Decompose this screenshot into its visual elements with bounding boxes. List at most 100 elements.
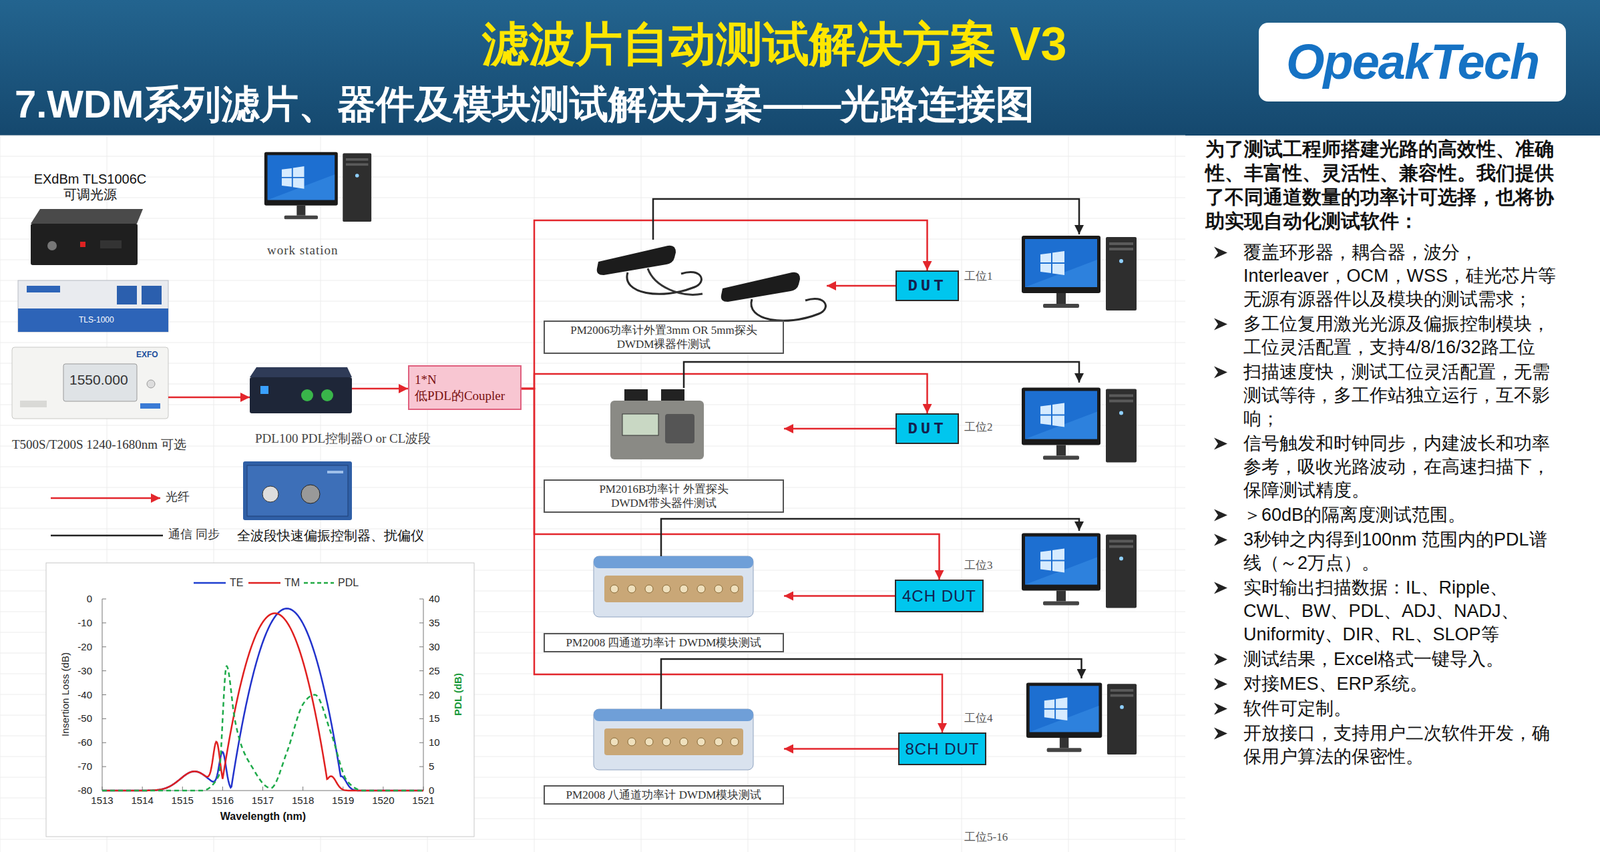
tunable-laser-part [116, 285, 137, 305]
power-meter-device-part-part [714, 584, 723, 593]
axis-tick: 1515 [165, 794, 199, 807]
fiber-probe-part [751, 298, 827, 321]
sheet-grid-part [0, 363, 1186, 364]
device-label: work station [267, 243, 338, 258]
sheet-grid-part [854, 135, 856, 852]
bullet-marker [1214, 703, 1228, 716]
fiber-link [783, 747, 899, 750]
power-meter-device-part [665, 414, 695, 444]
fiber-link [168, 396, 250, 399]
device-label: T500S/T200S 1240-1680nm 可选 [12, 436, 187, 454]
polarization-controller: 全波段快速偏振控制器、扰偏仪 [243, 461, 352, 521]
chart-part-part [419, 694, 424, 696]
caption-box: PM2006功率计外置3mm OR 5mm探头 DWDM裸器件测试 [543, 320, 784, 354]
power-meter-device-part-part [645, 584, 654, 593]
chart-part-part [262, 786, 264, 791]
bullet-text: 测试结果，Excel格式一键导入。 [1243, 647, 1562, 672]
legend-text: 光纤 [165, 490, 190, 504]
fiber-link [351, 387, 409, 390]
power-meter-device-part-part [662, 584, 671, 593]
polarization-device-part [301, 484, 320, 504]
chart-part-part [419, 766, 424, 768]
legend-line [50, 497, 161, 500]
chart-part [46, 562, 475, 837]
tunable-laser-part [80, 241, 86, 248]
pdl-controller-device-part [260, 385, 269, 394]
axis-tick: 25 [428, 665, 441, 678]
bullet-text: 扫描速度快，测试工位灵活配置，无需测试等待，多工作站独立运行，互不影响； [1243, 360, 1562, 431]
chart-part-part [102, 622, 107, 624]
bullet-text: 覆盖环形器，耦合器，波分，Interleaver，OCM，WSS，硅光芯片等无源… [1243, 241, 1562, 312]
axis-tick: 1516 [205, 794, 240, 807]
chart-part-part [419, 646, 424, 648]
workstation-pc: 工位2 [1020, 382, 1138, 475]
chart-part [102, 598, 424, 791]
polarization-device-part [327, 470, 344, 474]
sheet-grid-part [0, 383, 1186, 385]
device-text: TLS-1000 [78, 315, 115, 325]
fiber-link [783, 594, 895, 597]
sheet-grid-part [0, 176, 1186, 178]
box-label: 8CH DUT [904, 739, 979, 759]
fiber-link [826, 285, 896, 288]
sheet-grid-part [0, 549, 1186, 551]
axis-tick: 1517 [246, 794, 280, 807]
axis-tick: 1519 [326, 794, 360, 807]
caption-box: PM2008 八通道功率计 DWDM模块测试 [543, 785, 784, 805]
tunable-laser-part [141, 285, 162, 305]
chart-part-part [302, 786, 304, 791]
axis-tick: 1518 [286, 794, 320, 807]
bullet-marker [1214, 247, 1228, 260]
fiber-probe-part [627, 271, 702, 294]
axis-tick: 5 [428, 760, 435, 773]
sheet-grid-part [0, 135, 1186, 137]
bullet-marker [1214, 438, 1228, 451]
pdl-controller-device-part [321, 389, 334, 402]
tunable-laser-part [100, 240, 122, 249]
sheet-grid-part [0, 425, 1186, 427]
legend-line [248, 582, 281, 585]
bullet-text: 3秒钟之内得到100nm 范围内的PDL谱线（～2万点）。 [1243, 528, 1562, 575]
coupler-box: 1*N 低PDL的Coupler [408, 365, 522, 411]
sheet-grid-part [0, 259, 1186, 261]
axis-tick: 0 [57, 592, 93, 606]
tunable-laser-part [18, 308, 169, 332]
device-text: 1550.000 [69, 371, 129, 388]
polarization-device-part [262, 486, 279, 503]
axis-title: Insertion Loss (dB) [59, 621, 72, 768]
fiber-link [521, 373, 928, 414]
power-meter-device-part-part [714, 737, 723, 746]
tunable-laser-part [12, 347, 169, 419]
bullet-marker [1214, 678, 1228, 691]
device-label: EXdBm TLS1006C 可调光源 [26, 171, 154, 203]
legend-text: TM [284, 576, 300, 590]
axis-tick: 30 [428, 641, 441, 654]
device-label: 工位4 [964, 710, 993, 726]
power-meter-device [593, 709, 754, 770]
dut-box: DUT [895, 413, 959, 445]
device-label: 工位3 [964, 557, 993, 573]
dut-box: 4CH DUT [894, 579, 984, 613]
bullet-marker [1214, 653, 1228, 666]
sheet-grid-part [0, 404, 1186, 406]
signal-link [683, 361, 1080, 388]
chart-curve [102, 608, 424, 791]
power-meter-device-part [622, 414, 659, 436]
bullet-marker [1214, 318, 1228, 331]
page-subtitle: 7.WDM系列滤片、器件及模块测试解决方案——光路连接图 [14, 78, 1035, 131]
power-meter-device-part-part [627, 737, 636, 746]
chart-part-part [419, 622, 424, 624]
fiber-probe-part [721, 272, 800, 302]
axis-title: PDL (dB) [452, 654, 465, 735]
box-label: 4CH DUT [902, 586, 977, 606]
signal-link [653, 198, 1080, 240]
box-label: DUT [907, 420, 947, 439]
fiber-link [521, 388, 943, 733]
power-meter-device-part [593, 556, 754, 569]
sheet-grid-part [0, 239, 1186, 240]
computer [1021, 533, 1137, 609]
computer [264, 152, 372, 222]
polarization-device-part [247, 465, 348, 517]
tunable-laser-part [63, 363, 137, 402]
